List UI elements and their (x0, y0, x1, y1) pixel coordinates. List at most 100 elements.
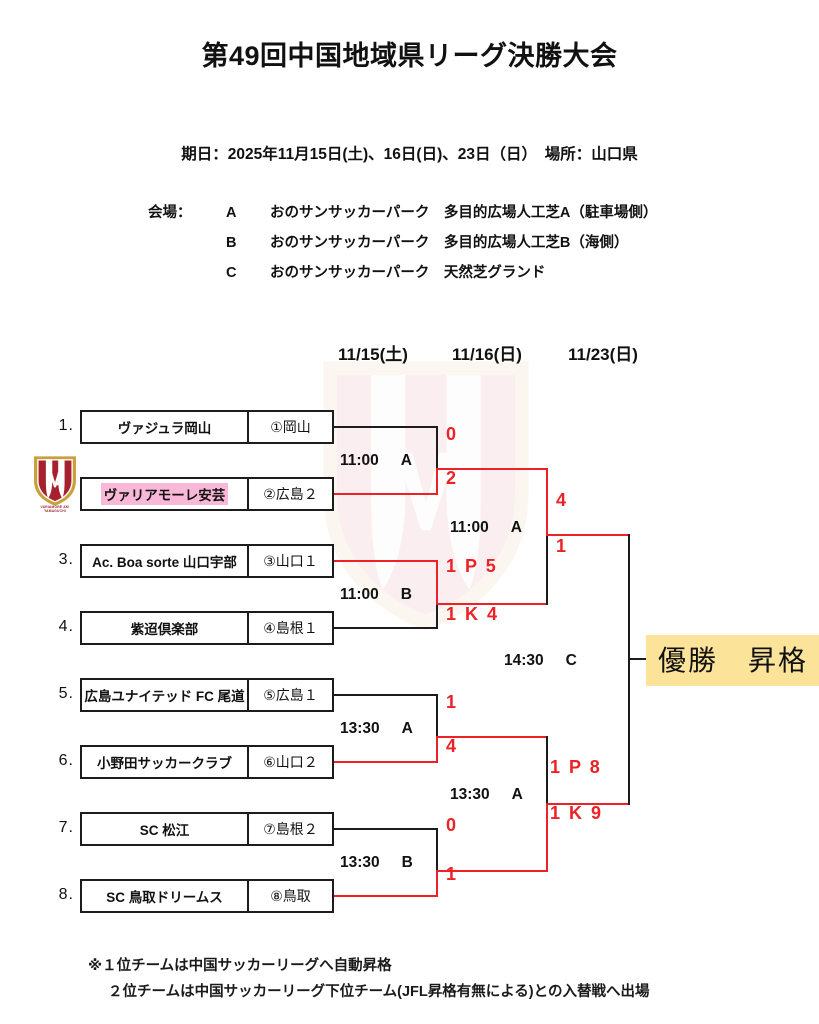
venue-row: C おのサンサッカーパーク 天然芝グランド (148, 258, 657, 288)
seed-number-7: 7. (58, 819, 74, 836)
seed-number-8: 8. (58, 886, 74, 903)
team-box-5[interactable]: 広島ユナイテッド FC 尾道 ⑤広島１ (80, 678, 334, 712)
match-field-r1m4: B (401, 854, 413, 871)
match-field-r1m1: A (400, 452, 412, 469)
connector-r1m1-bottom (334, 493, 438, 496)
team-pref-8: ⑧鳥取 (247, 881, 332, 911)
connector-final-top (546, 534, 630, 537)
venue-name-c: おのサンサッカーパーク 天然芝グランド (270, 265, 546, 281)
score-r1m2-top: 1 P 5 (446, 556, 498, 576)
venue-row: 会場： A おのサンサッカーパーク 多目的広場人工芝A（駐車場側） (148, 198, 657, 228)
score-sf2-bottom: 1 K 9 (550, 803, 604, 823)
team-box-2[interactable]: ヴァリアモーレ安芸 ②広島２ (80, 477, 334, 511)
score-r1m1-top: 0 (446, 424, 459, 444)
variamore-aki-crest-icon (34, 456, 76, 506)
venue-name-a: おのサンサッカーパーク 多目的広場人工芝A（駐車場側） (270, 205, 658, 221)
venue-list: 会場： A おのサンサッカーパーク 多目的広場人工芝A（駐車場側） B おのサン… (148, 198, 657, 288)
champion-badge: 優勝 昇格 (646, 635, 819, 686)
score-r1m1-bottom: 2 (446, 468, 459, 488)
team-name-8: SC 鳥取ドリームス (106, 890, 223, 905)
connector-r1m3-top (334, 694, 438, 697)
match-time-sf1: 11:00 (450, 519, 489, 536)
score-sf1-bottom: 1 (556, 536, 569, 556)
team-pref-7: ⑦島根２ (247, 814, 332, 844)
match-time-r1m4: 13:30 (340, 854, 380, 871)
connector-r1m3-vert-bottom (436, 736, 439, 763)
team-pref-1: ①岡山 (247, 412, 332, 442)
match-label-r1m4: 13:30 B (340, 854, 413, 872)
match-label-sf1: 11:00 A (450, 519, 522, 537)
team-box-6[interactable]: 小野田サッカークラブ ⑥山口２ (80, 745, 334, 779)
connector-sf2-vert-bottom (546, 803, 549, 872)
team-name-2: ヴァリアモーレ安芸 (82, 479, 247, 509)
venue-key-a: A (226, 205, 237, 221)
score-sf1-top: 4 (556, 490, 569, 510)
footnote: ※１位チームは中国サッカーリーグへ自動昇格 ２位チームは中国サッカーリーグ下位チ… (88, 953, 649, 1005)
team-box-7[interactable]: SC 松江 ⑦島根２ (80, 812, 334, 846)
schedule-line: 期日：2025年11月15日(土)、16日(日)、23日（日） 場所：山口県 (181, 146, 638, 163)
match-field-r1m3: A (401, 720, 413, 737)
match-label-sf2: 13:30 A (450, 786, 523, 804)
score-r1m4-bottom: 1 (446, 864, 459, 884)
venue-row: B おのサンサッカーパーク 多目的広場人工芝B（海側） (148, 228, 657, 258)
connector-r1m3-bottom (334, 761, 438, 764)
team-pref-2: ②広島２ (247, 479, 332, 509)
match-field-sf1: A (510, 519, 522, 536)
seed-number-1: 1. (58, 417, 74, 434)
team-pref-4: ④島根１ (247, 613, 332, 643)
page-title: 第49回中国地域県リーグ決勝大会 (201, 41, 618, 71)
venue-key-c: C (226, 265, 237, 281)
connector-r1m3-vert-top (436, 694, 439, 738)
team-name-3: Ac. Boa sorte 山口宇部 (92, 555, 237, 570)
team-name-1: ヴァジュラ岡山 (117, 421, 212, 436)
seed-number-6: 6. (58, 752, 74, 769)
seed-number-4: 4. (58, 618, 74, 635)
team-pref-5: ⑤広島１ (247, 680, 332, 710)
connector-final-bottom (546, 803, 630, 806)
score-r1m3-bottom: 4 (446, 736, 459, 756)
score-r1m3-top: 1 (446, 692, 459, 712)
connector-sf1-bottom (436, 603, 548, 606)
connector-r1m1-vert-top (436, 426, 439, 470)
connector-sf1-vert-bottom (546, 534, 549, 605)
footnote-line-1: ※１位チームは中国サッカーリーグへ自動昇格 (88, 958, 392, 974)
team-name-5: 広島ユナイテッド FC 尾道 (84, 689, 245, 704)
connector-r1m4-vert-top (436, 828, 439, 872)
connector-sf1-vert-top (546, 468, 549, 536)
team-box-3[interactable]: Ac. Boa sorte 山口宇部 ③山口１ (80, 544, 334, 578)
connector-sf1-top (436, 468, 548, 471)
connector-r1m4-vert-bottom (436, 870, 439, 897)
connector-r1m2-vert-bottom (436, 603, 439, 629)
team-box-4[interactable]: 紫迢倶楽部 ④島根１ (80, 611, 334, 645)
footnote-line-2: ２位チームは中国サッカーリーグ下位チーム(JFL昇格有無による)との入替戦へ出場 (108, 984, 650, 1000)
team-name-4: 紫迢倶楽部 (130, 622, 199, 637)
connector-r1m2-top (334, 560, 438, 563)
team-box-1[interactable]: ヴァジュラ岡山 ①岡山 (80, 410, 334, 444)
connector-r1m4-bottom (334, 895, 438, 898)
connector-r1m1-top (334, 426, 438, 429)
team-pref-6: ⑥山口２ (247, 747, 332, 777)
venue-key-b: B (226, 235, 237, 251)
connector-r1m1-vert-bottom (436, 468, 439, 495)
score-sf2-top: 1 P 8 (550, 757, 602, 777)
connector-r1m2-bottom (334, 627, 438, 630)
connector-sf2-top (436, 736, 548, 739)
venue-name-b: おのサンサッカーパーク 多目的広場人工芝B（海側） (270, 235, 629, 251)
team-box-8[interactable]: SC 鳥取ドリームス ⑧鳥取 (80, 879, 334, 913)
connector-final-vert (628, 534, 631, 805)
date-header-1: 11/15(土) (338, 345, 408, 364)
match-field-r1m2: B (400, 586, 412, 603)
match-time-sf2: 13:30 (450, 786, 490, 803)
match-field-final: C (565, 652, 577, 669)
team-name-6: 小野田サッカークラブ (97, 756, 232, 771)
connector-champion (628, 658, 660, 661)
match-field-sf2: A (511, 786, 523, 803)
seed-number-3: 3. (58, 551, 74, 568)
venue-list-label: 会場： (148, 205, 192, 221)
